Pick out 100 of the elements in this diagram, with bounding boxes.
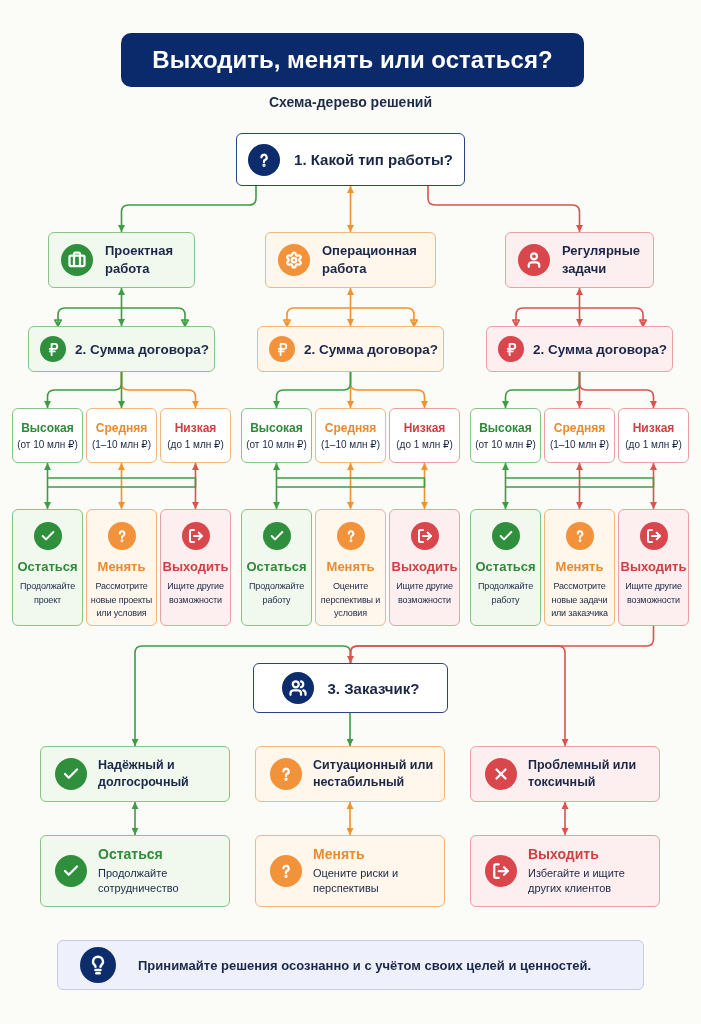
decision-card <box>470 509 541 626</box>
range-value: (1–10 млн ₽) <box>320 439 381 450</box>
decision-card <box>241 509 312 626</box>
decision-card <box>470 835 660 907</box>
decision-card <box>86 509 157 626</box>
range-label: Средняя <box>324 421 377 435</box>
range-box <box>241 408 312 463</box>
range-label: Низкая <box>632 421 675 435</box>
range-box <box>544 408 615 463</box>
client-type-box <box>40 746 230 802</box>
range-value: (до 1 млн ₽) <box>625 439 682 450</box>
question-text: 2. Сумма договора? <box>304 341 439 357</box>
decision-label: Менять <box>313 845 365 862</box>
decision-card <box>12 509 83 626</box>
range-label: Средняя <box>553 421 606 435</box>
category-label: Регулярные задачи <box>562 241 642 278</box>
range-box <box>12 408 83 463</box>
question-text: 2. Сумма договора? <box>75 341 210 357</box>
arrow <box>118 185 257 233</box>
category-label: Операционная работа <box>322 241 418 278</box>
range-label: Низкая <box>174 421 217 435</box>
client-type-label: Надёжный и долгосрочный <box>98 756 190 791</box>
decision-card <box>544 509 615 626</box>
decision-label: Остаться <box>246 559 307 574</box>
range-label: Высокая <box>479 421 532 435</box>
decision-label: Выходить <box>528 845 599 862</box>
decision-hint: Продолжайте работу <box>248 580 305 607</box>
range-box <box>389 408 460 463</box>
range-value: (до 1 млн ₽) <box>167 439 224 450</box>
decision-card <box>315 509 386 626</box>
decision-label: Выходить <box>620 559 687 574</box>
range-value: (от 10 млн ₽) <box>475 439 536 450</box>
arrow <box>502 371 581 409</box>
range-box <box>160 408 231 463</box>
question-box <box>486 326 673 372</box>
range-box <box>470 408 541 463</box>
decision-card <box>618 509 689 626</box>
range-value: (от 10 млн ₽) <box>17 439 78 450</box>
page-title: Выходить, менять или остаться? <box>121 33 584 87</box>
arrow <box>273 462 426 510</box>
tip-banner <box>57 940 644 990</box>
decision-card <box>160 509 231 626</box>
arrow <box>118 462 125 510</box>
arrow <box>502 462 655 510</box>
arrow <box>273 371 352 409</box>
arrow <box>346 801 354 836</box>
decision-label: Выходить <box>162 559 229 574</box>
range-label: Средняя <box>95 421 148 435</box>
arrow <box>576 462 583 510</box>
range-box <box>315 408 386 463</box>
decision-hint: Ищите другие возможности <box>395 580 454 607</box>
subtitle: Схема-дерево решений <box>268 94 433 110</box>
client-type-box <box>470 746 660 802</box>
arrow <box>131 645 352 747</box>
question-box <box>236 133 465 186</box>
decision-card <box>389 509 460 626</box>
range-value: (от 10 млн ₽) <box>246 439 307 450</box>
decision-hint: Продолжайте работу <box>477 580 534 607</box>
client-type-box <box>255 746 445 802</box>
decision-hint: Продолжайте сотрудничество <box>98 865 180 896</box>
arrow <box>54 287 189 327</box>
decision-hint: Ищите другие возможности <box>624 580 683 607</box>
arrow <box>347 625 655 664</box>
arrow <box>44 462 197 510</box>
category-box <box>265 232 436 288</box>
arrow <box>512 287 647 327</box>
arrow <box>347 462 354 510</box>
range-value: (до 1 млн ₽) <box>396 439 453 450</box>
client-type-label: Ситуационный или нестабильный <box>313 756 435 791</box>
question-box <box>253 663 448 713</box>
question-text: 1. Какой тип работы? <box>294 151 453 168</box>
decision-hint: Избегайте и ищите других клиентов <box>528 865 626 896</box>
question-box <box>28 326 215 372</box>
arrow <box>427 185 583 233</box>
arrow <box>131 801 139 836</box>
category-box <box>505 232 654 288</box>
decision-label: Выходить <box>391 559 458 574</box>
decision-hint: Оцените перспективы и условия <box>319 580 382 620</box>
decision-label: Менять <box>326 559 375 574</box>
client-type-label: Проблемный или токсичный <box>528 756 638 791</box>
decision-label: Остаться <box>17 559 78 574</box>
question-box <box>257 326 444 372</box>
category-label: Проектная работа <box>105 241 174 278</box>
question-text: 3. Заказчик? <box>327 679 420 697</box>
range-label: Высокая <box>250 421 303 435</box>
decision-label: Менять <box>97 559 146 574</box>
decision-label: Остаться <box>98 845 163 862</box>
arrow <box>346 712 354 747</box>
decision-hint: Продолжайте проект <box>19 580 76 607</box>
decision-hint: Оцените риски и перспективы <box>313 865 400 896</box>
arrow <box>347 185 354 233</box>
decision-hint: Рассмотрите новые задачи или заказчика <box>550 580 609 620</box>
decision-label: Остаться <box>475 559 536 574</box>
range-label: Высокая <box>21 421 74 435</box>
category-box <box>48 232 195 288</box>
decision-card <box>255 835 445 907</box>
range-label: Низкая <box>403 421 446 435</box>
range-box <box>618 408 689 463</box>
question-text: 2. Сумма договора? <box>533 341 668 357</box>
decision-hint: Ищите другие возможности <box>166 580 225 607</box>
